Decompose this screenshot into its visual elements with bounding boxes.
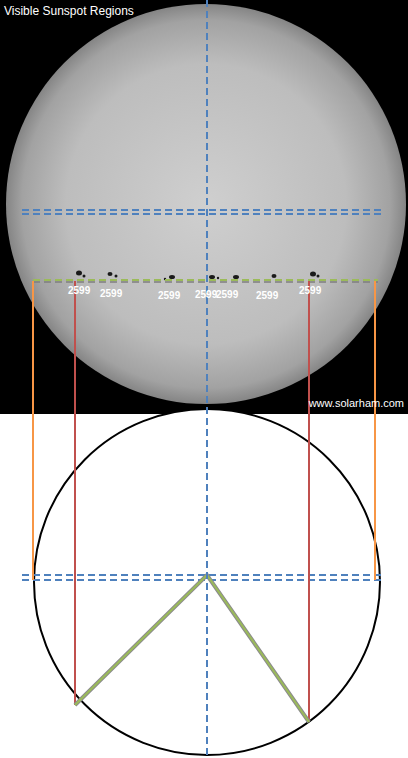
watermark: www.solarham.com (309, 398, 404, 409)
projection-line (374, 281, 376, 580)
region-number: 2599 (299, 286, 321, 296)
projection-line (308, 281, 310, 722)
projection-line (32, 281, 34, 580)
region-number: 2599 (216, 290, 238, 300)
axis-line (206, 0, 208, 758)
radius-line (75, 575, 309, 722)
photo-background (0, 0, 408, 414)
photo-title: Visible Sunspot Regions (4, 5, 134, 17)
equator-line (22, 213, 385, 215)
region-number: 2599 (68, 286, 90, 296)
sunspots (76, 271, 320, 281)
region-number: 2599 (158, 291, 180, 301)
latitude-line (33, 279, 378, 281)
radius-line (75, 575, 309, 722)
cross-section-circle (34, 409, 380, 755)
projection-line (74, 281, 76, 705)
latitude-line (33, 281, 378, 283)
region-number: 2599 (256, 291, 278, 301)
equator-line (22, 209, 385, 211)
region-number: 2599 (100, 289, 122, 299)
region-number: 2599 (195, 290, 217, 300)
